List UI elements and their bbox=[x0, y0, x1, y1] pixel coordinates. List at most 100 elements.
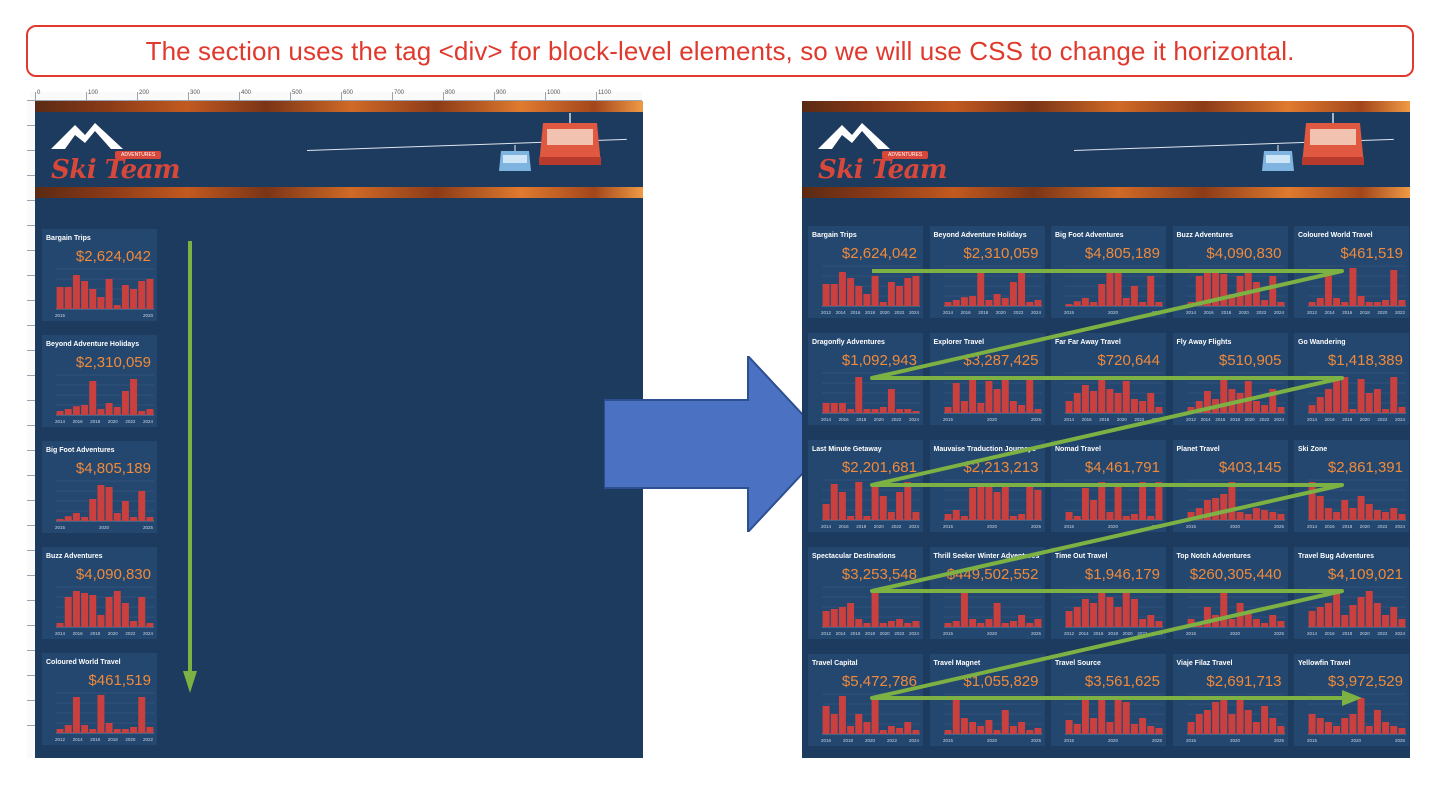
card-value: $720,644 bbox=[1097, 352, 1160, 369]
tick-label: 2014 bbox=[1064, 417, 1075, 422]
chart-bar bbox=[1081, 298, 1089, 306]
chart-bar bbox=[1009, 401, 1017, 413]
chart-bar bbox=[847, 603, 855, 627]
ruler-number: 700 bbox=[394, 90, 405, 96]
chart-bar bbox=[993, 294, 1001, 306]
tick-label: 2018 bbox=[108, 737, 119, 742]
chart-bar bbox=[1081, 599, 1089, 627]
vertical-layout-preview: ADVENTURES Ski Team Bargain Trips$2,624,… bbox=[35, 101, 643, 758]
chart-bar bbox=[1114, 696, 1122, 734]
chart-bar bbox=[822, 504, 830, 520]
chart-bar bbox=[847, 516, 855, 520]
chart-bar bbox=[887, 621, 895, 627]
tick-label: 2020 bbox=[986, 417, 997, 422]
chart-bar bbox=[1236, 276, 1244, 306]
card-value: $3,972,529 bbox=[1327, 673, 1403, 690]
chart-bar bbox=[896, 492, 904, 520]
chart-bar bbox=[1017, 270, 1025, 306]
ruler-number: 200 bbox=[139, 90, 150, 96]
chart-bar bbox=[838, 492, 846, 520]
card-title: Travel Capital bbox=[812, 660, 858, 667]
chart-bar bbox=[879, 407, 887, 413]
chart-bar bbox=[847, 409, 855, 413]
chart-bar bbox=[1033, 300, 1041, 306]
chart-bar bbox=[1001, 486, 1009, 520]
chart-bar bbox=[89, 381, 97, 415]
card-value: $461,519 bbox=[1340, 245, 1403, 262]
chart-bar bbox=[830, 714, 838, 734]
tick-label: 2022 bbox=[1256, 310, 1267, 315]
tick-label: 2020 bbox=[986, 631, 997, 636]
chart-bar bbox=[1139, 619, 1147, 627]
chart-bar bbox=[146, 279, 154, 309]
tick-label: 2015 bbox=[1064, 738, 1075, 743]
chart-bar bbox=[1244, 381, 1252, 413]
chart-bar bbox=[896, 619, 904, 627]
chart-bar bbox=[89, 729, 97, 733]
tick-label: 2024 bbox=[1395, 524, 1406, 529]
chart-bar bbox=[871, 484, 879, 520]
tick-label: 2020 bbox=[1229, 524, 1240, 529]
chart-bar bbox=[1065, 611, 1073, 627]
chart-bar bbox=[1244, 710, 1252, 734]
tick-label: 2020 bbox=[1360, 417, 1371, 422]
chart-bar bbox=[1203, 391, 1211, 413]
tick-label: 2022 bbox=[1134, 417, 1145, 422]
chart-bar bbox=[1349, 714, 1357, 734]
tick-label: 2016 bbox=[1203, 310, 1214, 315]
gondola-icon bbox=[499, 145, 531, 171]
tick-label: 2020 bbox=[986, 524, 997, 529]
tick-label: 2014 bbox=[836, 310, 847, 315]
chart-bar bbox=[912, 730, 920, 734]
chart-bar bbox=[56, 411, 64, 415]
card-title: Viaje Filaz Travel bbox=[1176, 660, 1233, 667]
tick-label: 2014 bbox=[55, 631, 66, 636]
chart-bar bbox=[855, 482, 863, 520]
chart-bar bbox=[1114, 272, 1122, 306]
chart-bar bbox=[113, 407, 121, 415]
card-value: $461,519 bbox=[88, 672, 151, 689]
tick-label: 2025 bbox=[1273, 631, 1284, 636]
company-card[interactable]: Thrill Seeker Winter Adventures$449,502,… bbox=[929, 547, 1045, 639]
chart-bar bbox=[984, 720, 992, 734]
tick-label: 2014 bbox=[55, 419, 66, 424]
chart-bar bbox=[1341, 377, 1349, 413]
chart-bar bbox=[138, 491, 146, 521]
chart-bar bbox=[896, 286, 904, 306]
chart-bar bbox=[1130, 599, 1138, 627]
chart-bar bbox=[879, 302, 887, 306]
